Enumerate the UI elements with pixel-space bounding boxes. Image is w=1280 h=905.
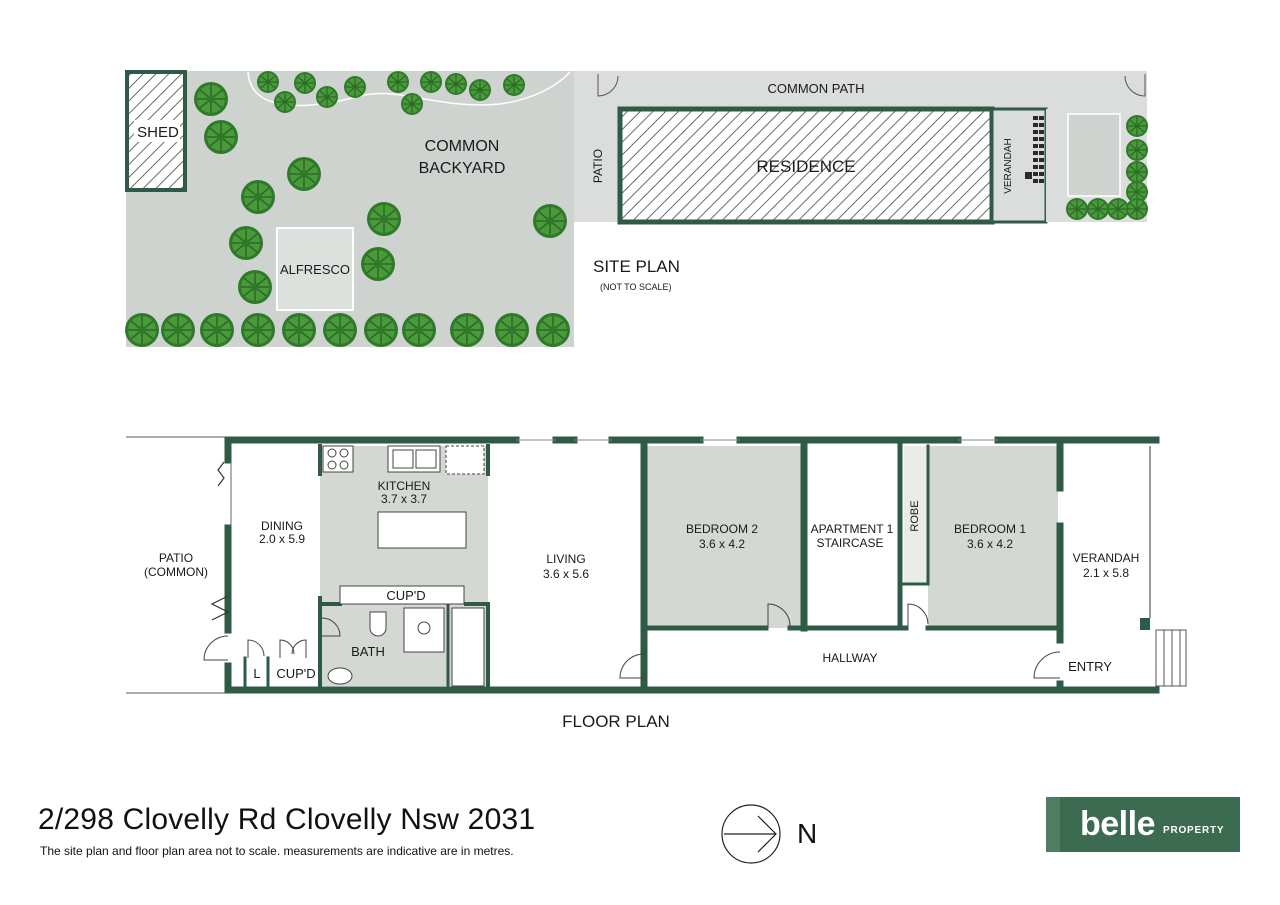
hallway-label: HALLWAY xyxy=(822,651,877,665)
staircase-label-1: APARTMENT 1 xyxy=(811,522,894,536)
floor-plan-title: FLOOR PLAN xyxy=(562,712,670,731)
logo-sub: PROPERTY xyxy=(1162,825,1225,836)
bedroom1-fill xyxy=(928,446,1058,628)
dining-window xyxy=(217,461,225,487)
kitchen-fixtures xyxy=(322,445,485,605)
bedroom1-name: BEDROOM 1 xyxy=(954,522,1026,536)
bedroom2-size: 3.6 x 4.2 xyxy=(699,537,745,551)
north-arrow xyxy=(721,804,781,864)
dining-size: 2.0 x 5.9 xyxy=(259,532,305,546)
site-plan-title: SITE PLAN xyxy=(593,257,680,276)
bedroom2-fill xyxy=(646,446,802,628)
cupd-counter xyxy=(339,585,465,605)
kitchen-island xyxy=(377,511,467,549)
entry-label: ENTRY xyxy=(1068,659,1112,674)
residence xyxy=(617,106,995,225)
alfresco-label: ALFRESCO xyxy=(280,262,350,277)
cupd-label: CUP'D xyxy=(386,588,425,603)
cupd2-label: CUP'D xyxy=(276,666,315,681)
north-label: N xyxy=(797,818,818,849)
verandah-stairs-site xyxy=(1025,116,1044,183)
entry-steps xyxy=(1155,629,1187,687)
common-backyard-label-1: COMMON xyxy=(425,138,500,155)
common-path-label: COMMON PATH xyxy=(767,81,864,96)
patio-strip xyxy=(574,109,620,222)
patio-name: PATIO xyxy=(159,551,193,565)
logo-stripe xyxy=(1046,797,1060,852)
patio-label: PATIO xyxy=(591,149,605,183)
alfresco-area xyxy=(276,227,354,311)
disclaimer-text: The site plan and floor plan area not to… xyxy=(40,844,514,858)
kitchen-name: KITCHEN xyxy=(378,479,431,493)
living-name: LIVING xyxy=(546,552,585,566)
laundry-label: L xyxy=(253,666,260,681)
robe-fill xyxy=(904,446,928,584)
common-path xyxy=(574,71,1147,109)
verandah-size: 2.1 x 5.8 xyxy=(1083,566,1129,580)
patio-bifold-door xyxy=(210,595,230,621)
shed-label: SHED xyxy=(137,124,179,141)
bedroom1-size: 3.6 x 4.2 xyxy=(967,537,1013,551)
site-plan-subtitle: (NOT TO SCALE) xyxy=(600,282,672,292)
dining-name: DINING xyxy=(261,519,303,533)
bath-fixtures xyxy=(327,607,485,687)
verandah-name: VERANDAH xyxy=(1073,551,1140,565)
common-backyard-label-2: BACKYARD xyxy=(419,160,506,177)
floor-plan: KITCHEN 3.7 x 3.7 CUP'D BATH L CUP'D PAT… xyxy=(126,436,1187,731)
belle-property-logo: belle PROPERTY xyxy=(1046,797,1240,852)
site-plan: SHED COMMON BACKYARD ALFRESCO xyxy=(124,70,1149,348)
logo-brand: belle xyxy=(1080,805,1155,843)
staircase-label-2: STAIRCASE xyxy=(816,536,883,550)
walls xyxy=(224,436,1160,694)
kitchen-size: 3.7 x 3.7 xyxy=(381,492,427,506)
bath-label: BATH xyxy=(351,644,385,659)
robe-label: ROBE xyxy=(909,500,921,531)
patio-note: (COMMON) xyxy=(144,565,208,579)
living-size: 3.6 x 5.6 xyxy=(543,567,589,581)
property-address: 2/298 Clovelly Rd Clovelly Nsw 2031 xyxy=(38,803,536,836)
verandah-site-label: VERANDAH xyxy=(1003,138,1014,194)
residence-label: RESIDENCE xyxy=(756,157,855,176)
bedroom2-name: BEDROOM 2 xyxy=(686,522,758,536)
